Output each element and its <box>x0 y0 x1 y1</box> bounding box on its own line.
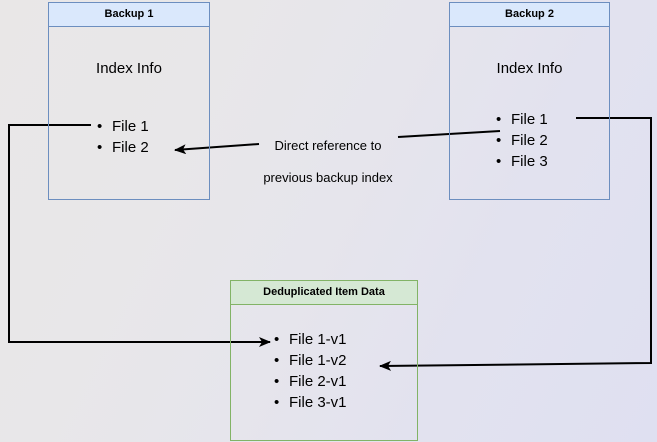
node-backup-1-body: Index Info File 1 File 2 <box>49 27 209 198</box>
node-backup-1[interactable]: Backup 1 Index Info File 1 File 2 <box>48 2 210 200</box>
node-dedup-header: Deduplicated Item Data <box>231 281 417 305</box>
list-item: File 1-v1 <box>274 329 347 350</box>
edge-label-line-1: Direct reference to <box>274 138 382 153</box>
list-item: File 2 <box>496 130 548 151</box>
node-backup-2-header: Backup 2 <box>450 3 609 27</box>
list-item: File 3-v1 <box>274 392 347 413</box>
node-deduplicated-item-data[interactable]: Deduplicated Item Data File 1-v1 File 1-… <box>230 280 418 441</box>
list-item: File 1 <box>496 109 548 130</box>
edge-label-direct-reference: Direct reference to previous backup inde… <box>252 122 404 202</box>
backup-2-file-list: File 1 File 2 File 3 <box>496 109 548 172</box>
list-item: File 1 <box>97 116 149 137</box>
edge-label-line-2: previous backup index <box>263 170 393 185</box>
node-dedup-body: File 1-v1 File 1-v2 File 2-v1 File 3-v1 <box>231 305 417 439</box>
node-backup-1-header: Backup 1 <box>49 3 209 27</box>
node-backup-2[interactable]: Backup 2 Index Info File 1 File 2 File 3 <box>449 2 610 200</box>
backup-1-index-info-label: Index Info <box>96 60 162 77</box>
list-item: File 2-v1 <box>274 371 347 392</box>
dedup-file-list: File 1-v1 File 1-v2 File 2-v1 File 3-v1 <box>274 329 347 413</box>
list-item: File 3 <box>496 151 548 172</box>
node-backup-2-body: Index Info File 1 File 2 File 3 <box>450 27 609 198</box>
list-item: File 2 <box>97 137 149 158</box>
list-item: File 1-v2 <box>274 350 347 371</box>
backup-2-index-info-label: Index Info <box>496 60 563 77</box>
backup-1-file-list: File 1 File 2 <box>97 116 149 158</box>
